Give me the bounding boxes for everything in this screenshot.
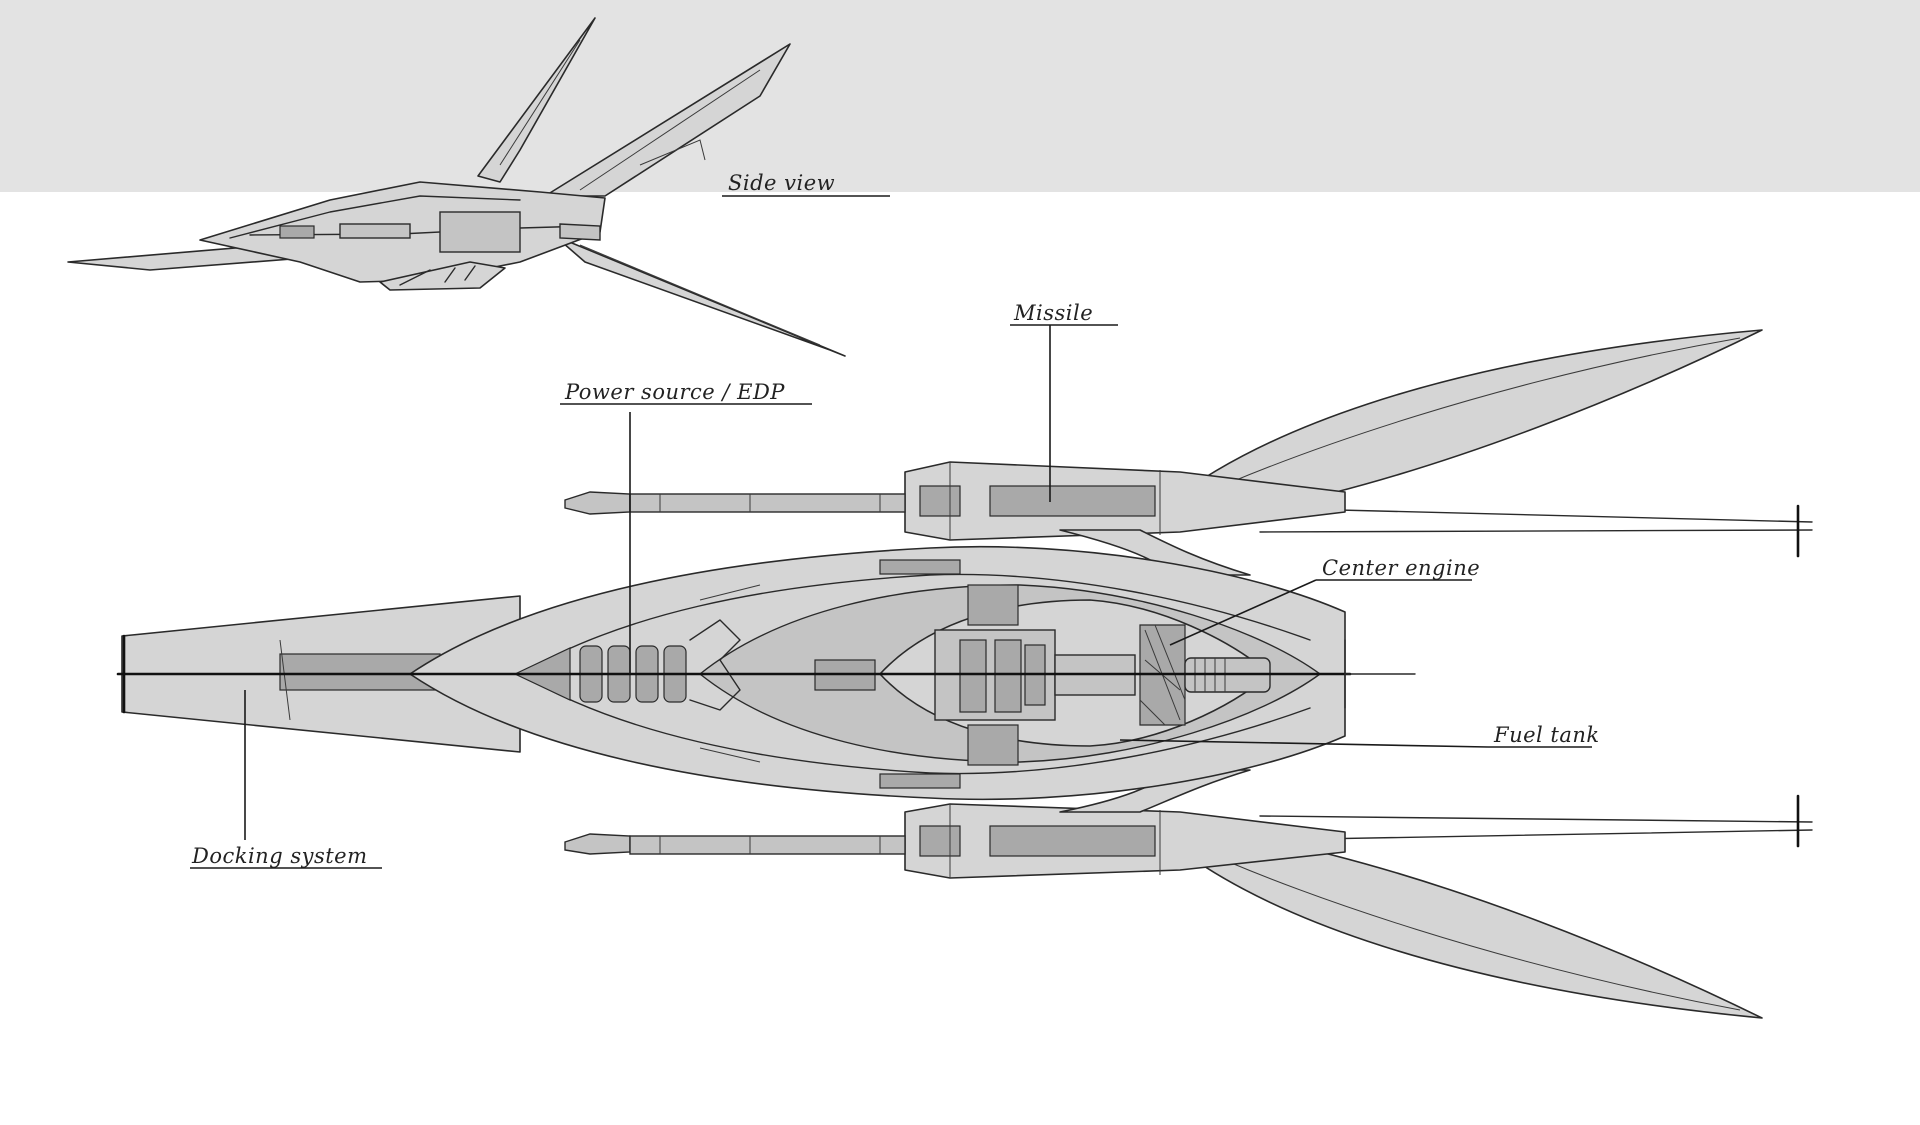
label-docking-system: Docking system (191, 844, 368, 868)
top-band (0, 0, 1920, 192)
upper-wing (1169, 329, 1763, 509)
power-source-leader (560, 403, 812, 674)
label-side-view: Side view (728, 171, 835, 195)
label-power-source: Power source / EDP (564, 380, 785, 404)
docking-leader (190, 690, 382, 869)
missile-leader (1010, 324, 1118, 502)
label-fuel-tank: Fuel tank (1493, 723, 1600, 747)
label-center-engine: Center engine (1322, 556, 1480, 580)
lower-wing (1169, 839, 1763, 1019)
top-view-sketch (116, 329, 1813, 1019)
side-view-sketch (67, 17, 846, 357)
label-missile: Missile (1013, 301, 1093, 325)
leader-lines (190, 195, 1592, 869)
fuel-tank-leader (1119, 739, 1592, 748)
center-engine-leader (1169, 579, 1472, 646)
